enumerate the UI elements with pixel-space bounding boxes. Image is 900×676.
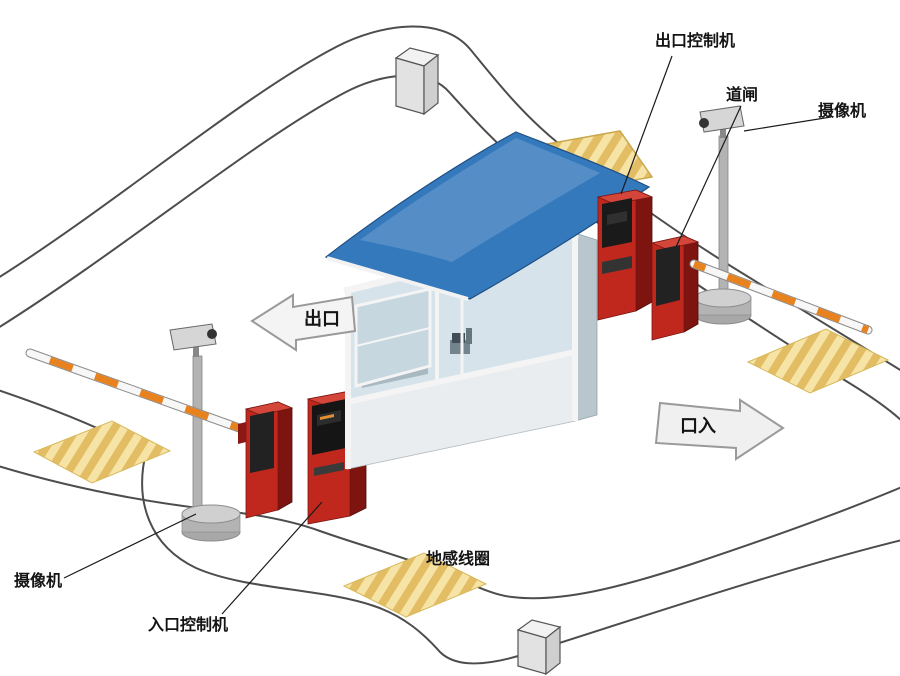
label-exit-controller: 出口控制机: [655, 31, 735, 50]
exit-controller-machine: [596, 189, 654, 321]
leader-entrance-controller: [221, 501, 323, 615]
post-box-bottom-side-face: [545, 625, 561, 676]
road-edge-top-outer: [0, 25, 900, 371]
exit-controller-side: [635, 189, 653, 312]
post-box-bottom-front-face: [517, 629, 547, 675]
entrance-arrow: 口入: [654, 398, 785, 461]
barrier-right-arm-stripes: [692, 260, 870, 334]
label-camera-left: 摄像机: [14, 571, 62, 590]
entrance-controller-ticket-slot: [314, 462, 344, 476]
barrier-right-housing-side: [683, 235, 699, 333]
barrier-left-arm-stripes: [28, 349, 244, 433]
leader-camera-right: [743, 116, 832, 132]
ground-loop-right: [746, 328, 890, 394]
exit-controller-display: [607, 211, 627, 225]
barrier-right-housing-panel: [656, 245, 680, 306]
camera-left-pole: [192, 355, 203, 513]
label-ground-loop: 地感线圈: [426, 549, 490, 568]
booth-side-face: [574, 232, 598, 422]
camera-left: [169, 323, 241, 542]
barrier-left-arm: [25, 348, 247, 434]
exit-arrow-label: 出口: [304, 308, 340, 330]
camera-left-base-top: [181, 504, 241, 524]
barrier-left-arm-mount: [238, 422, 246, 444]
label-entrance-controller: 入口控制机: [148, 615, 228, 634]
ground-loops: [32, 328, 890, 618]
barrier-left-housing-top: [244, 401, 294, 416]
barrier-left: [25, 348, 294, 519]
barrier-left-housing-side: [277, 401, 293, 511]
camera-right-bracket: [720, 128, 726, 138]
entrance-controller-panel: [312, 399, 346, 455]
barrier-right-housing-top: [650, 235, 700, 250]
camera-left-head: [169, 323, 217, 351]
camera-right: [694, 105, 752, 325]
camera-left-bracket: [193, 347, 199, 357]
camera-right-lens-icon: [699, 118, 709, 128]
booth-frame-rail: [346, 349, 576, 405]
exit-arrow-shape: [250, 293, 357, 352]
booth-monitor: [452, 333, 465, 343]
guard-booth: [324, 130, 654, 470]
camera-left-lens-icon: [207, 329, 217, 339]
leader-camera-left: [63, 513, 197, 579]
entrance-arrow-label: 口入: [680, 416, 716, 437]
post-box-top-front-face: [395, 57, 425, 115]
exit-controller-top: [596, 189, 654, 205]
booth-chair: [450, 340, 470, 354]
post-box-bottom: [516, 619, 562, 676]
label-barrier-gate: 道闸: [726, 85, 758, 104]
leader-barrier-gate: [675, 105, 742, 248]
barrier-left-housing: [238, 401, 294, 519]
label-camera-right: 摄像机: [818, 101, 866, 120]
camera-right-base-top: [694, 288, 752, 308]
barrier-left-housing-panel: [250, 411, 274, 473]
diagram-labels: 出口控制机 道闸 摄像机 摄像机 入口控制机 地感线圈: [14, 31, 866, 634]
entrance-controller-display-text: [320, 414, 334, 420]
barrier-right: [650, 235, 873, 341]
booth-roof-rim: [326, 256, 469, 301]
leader-lines: [63, 55, 832, 615]
exit-controller-ticket-slot: [602, 256, 632, 274]
post-box-top: [394, 47, 440, 116]
exit-arrow: 出口: [250, 293, 357, 352]
barrier-right-housing: [650, 235, 700, 341]
ground-loop-bottom: [342, 552, 488, 618]
barrier-right-arm: [689, 259, 873, 335]
booth-roof-sheen: [360, 138, 600, 262]
leader-exit-controller: [620, 55, 673, 195]
post-box-top-side-face: [423, 53, 439, 116]
booth-chair-back: [466, 328, 472, 344]
ground-loop-left: [32, 420, 172, 484]
entrance-arrow-shape: [654, 398, 785, 461]
booth-window-rail: [355, 327, 431, 347]
